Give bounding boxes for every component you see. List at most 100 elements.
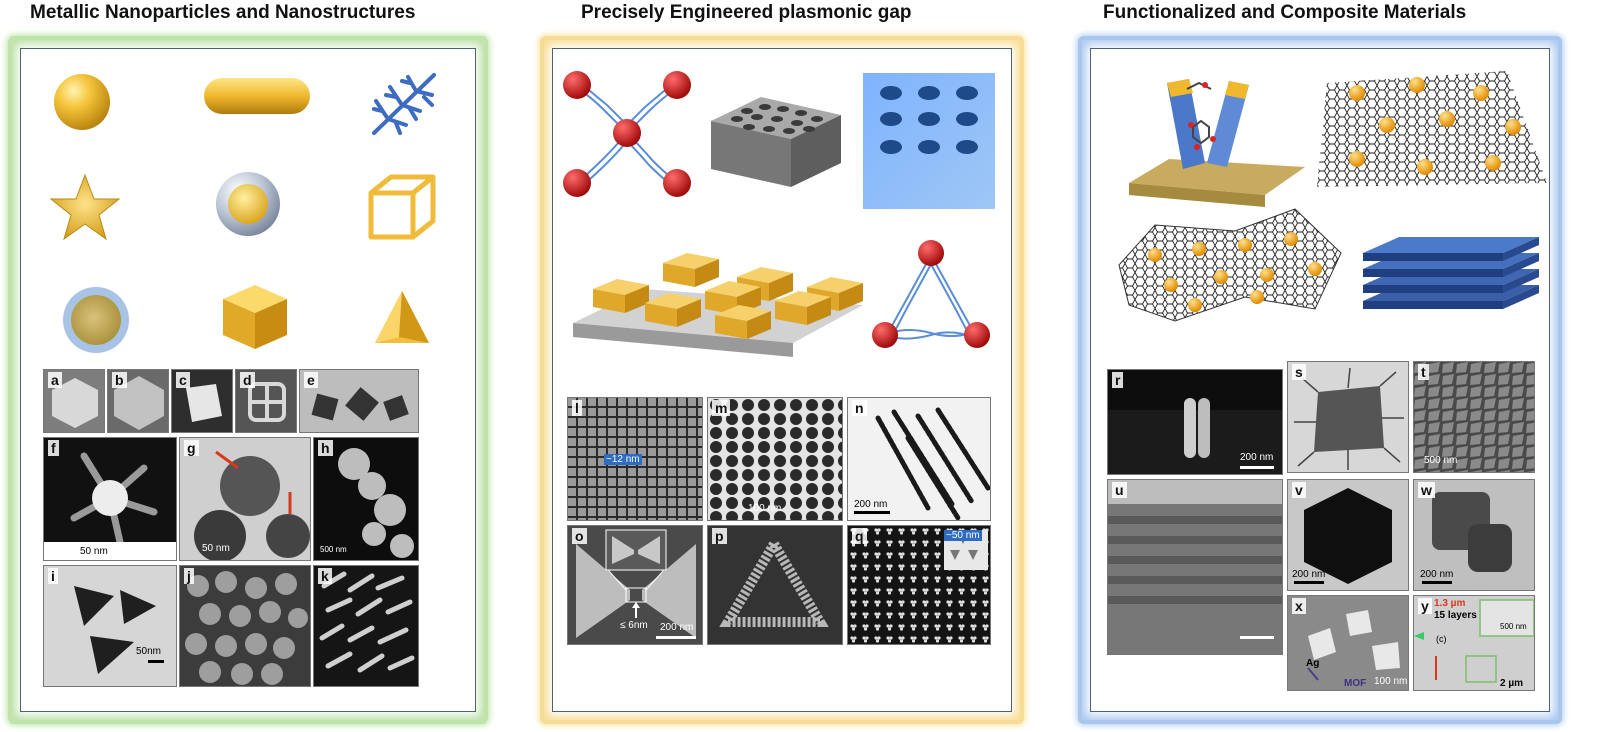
micrograph-s: s bbox=[1287, 361, 1409, 473]
gold-pyramid-icon bbox=[371, 287, 433, 349]
scale-label-m: 100 nm bbox=[748, 503, 782, 514]
scale-bar bbox=[148, 660, 164, 663]
panel-title-composite: Functionalized and Composite Materials bbox=[1103, 2, 1467, 23]
micrograph-w: w 200 nm bbox=[1413, 479, 1535, 591]
label-l: l bbox=[572, 400, 582, 416]
label-v: v bbox=[1292, 482, 1306, 498]
inset-scale-label: 500 nm bbox=[1500, 622, 1527, 631]
layered-stack-icon bbox=[1363, 237, 1539, 327]
scale-bar bbox=[854, 511, 890, 514]
micrograph-f: f 50 nm bbox=[43, 437, 177, 561]
graphene-particles-icon bbox=[1317, 63, 1547, 193]
panel-frame: l ~12 nm m 100 nm n 200 nm bbox=[552, 48, 1012, 712]
label-q: q bbox=[852, 528, 867, 544]
label-p: p bbox=[712, 528, 727, 544]
scale-bar bbox=[1240, 466, 1274, 469]
label-a: a bbox=[48, 372, 62, 388]
scale-label-n: 200 nm bbox=[854, 499, 888, 510]
label-s: s bbox=[1292, 364, 1306, 380]
label-k: k bbox=[318, 568, 332, 584]
label-j: j bbox=[184, 568, 194, 584]
dna-triangle-icon bbox=[869, 237, 993, 353]
label-ag: Ag bbox=[1306, 658, 1320, 669]
micrograph-v: v 200 nm bbox=[1287, 479, 1409, 591]
micrograph-n: n 200 nm bbox=[847, 397, 991, 521]
label-h: h bbox=[318, 440, 333, 456]
label-c: c bbox=[176, 372, 190, 388]
micrograph-h: h 500 nm bbox=[313, 437, 419, 561]
scale-bar bbox=[656, 636, 696, 639]
label-b: b bbox=[112, 372, 127, 388]
micrograph-y: y 1.3 µm 15 layers 500 nm (c) 2 µm bbox=[1413, 595, 1535, 691]
micrograph-c: c bbox=[171, 369, 233, 433]
panel-title-plasmonic-gap: Precisely Engineered plasmonic gap bbox=[581, 2, 912, 23]
blue-hole-array-icon bbox=[859, 69, 999, 213]
panel-frame: r 200 nm s t 500 nm u bbox=[1090, 48, 1550, 712]
micrograph-j: j bbox=[179, 565, 311, 687]
micrograph-q: q ~50 nm bbox=[847, 525, 991, 645]
scale-label-g: 50 nm bbox=[202, 543, 230, 554]
gold-cube-icon bbox=[217, 279, 293, 353]
dna-cross-assembly-icon bbox=[559, 69, 695, 199]
gold-sphere-icon bbox=[51, 71, 113, 133]
scale-bar bbox=[1294, 581, 1324, 584]
micrograph-r: r 200 nm bbox=[1107, 369, 1283, 475]
gold-block-array-icon bbox=[563, 227, 863, 367]
micrograph-o: o ≤ 6nm 200 nm bbox=[567, 525, 703, 645]
micrograph-x: x Ag MOF 100 nm bbox=[1287, 595, 1409, 691]
micrograph-u: u bbox=[1107, 479, 1283, 655]
micrograph-b: b bbox=[107, 369, 169, 433]
scale-bar bbox=[1422, 581, 1452, 584]
label-d: d bbox=[240, 372, 255, 388]
scale-label-l: ~12 nm bbox=[604, 454, 642, 465]
micrograph-i: i 50nm bbox=[43, 565, 177, 687]
scale-label-i: 50nm bbox=[136, 646, 162, 657]
wrinkled-graphene-icon bbox=[1115, 205, 1345, 325]
label-f: f bbox=[48, 440, 59, 456]
dendrite-icon bbox=[366, 67, 446, 141]
scale-label-o: 200 nm bbox=[660, 622, 694, 633]
inset-label: (c) bbox=[1436, 634, 1447, 644]
scale-label-w: 200 nm bbox=[1420, 569, 1454, 580]
label-y: y bbox=[1418, 598, 1432, 614]
panel-composite-materials: r 200 nm s t 500 nm u bbox=[1078, 36, 1562, 724]
layers-label: 15 layers bbox=[1434, 610, 1477, 621]
micrograph-l: l ~12 nm bbox=[567, 397, 703, 521]
scale-label-v: 200 nm bbox=[1292, 569, 1326, 580]
functionalized-pillars-icon bbox=[1109, 63, 1305, 223]
panel-title-metallic: Metallic Nanoparticles and Nanostructure… bbox=[30, 2, 416, 23]
gold-rod-icon bbox=[201, 73, 313, 119]
panel-metallic-nanostructures: a b c d e f 50 nm bbox=[8, 36, 488, 724]
label-o: o bbox=[572, 528, 587, 544]
gap-label-o: ≤ 6nm bbox=[620, 620, 648, 631]
micrograph-k: k bbox=[313, 565, 419, 687]
label-w: w bbox=[1418, 482, 1435, 498]
micrograph-p: p bbox=[707, 525, 843, 645]
coated-sphere-icon bbox=[61, 285, 131, 355]
micrograph-g: g 50 nm bbox=[179, 437, 311, 561]
micrograph-d: d bbox=[235, 369, 297, 433]
micrograph-m: m 100 nm bbox=[707, 397, 843, 521]
scale-label-x: 100 nm bbox=[1374, 676, 1408, 687]
scale-label-h: 500 nm bbox=[320, 545, 347, 554]
micrograph-a: a bbox=[43, 369, 105, 433]
core-shell-icon bbox=[213, 169, 283, 239]
panel-frame: a b c d e f 50 nm bbox=[20, 48, 476, 712]
label-x: x bbox=[1292, 598, 1306, 614]
label-u: u bbox=[1112, 482, 1127, 498]
label-g: g bbox=[184, 440, 199, 456]
panel-plasmonic-gap: l ~12 nm m 100 nm n 200 nm bbox=[540, 36, 1024, 724]
scale-label-t: 500 nm bbox=[1424, 455, 1458, 466]
porous-membrane-icon bbox=[701, 91, 851, 191]
label-e: e bbox=[304, 372, 318, 388]
scale-bar bbox=[1240, 636, 1274, 639]
scale-label-r: 200 nm bbox=[1240, 452, 1274, 463]
label-r: r bbox=[1112, 372, 1124, 388]
label-m: m bbox=[712, 400, 731, 416]
label-t: t bbox=[1418, 364, 1429, 380]
micrograph-e: e bbox=[299, 369, 419, 433]
scale-label-f: 50 nm bbox=[80, 546, 108, 557]
scale-strip bbox=[44, 542, 176, 560]
gold-star-icon bbox=[49, 173, 121, 241]
label-n: n bbox=[852, 400, 867, 416]
